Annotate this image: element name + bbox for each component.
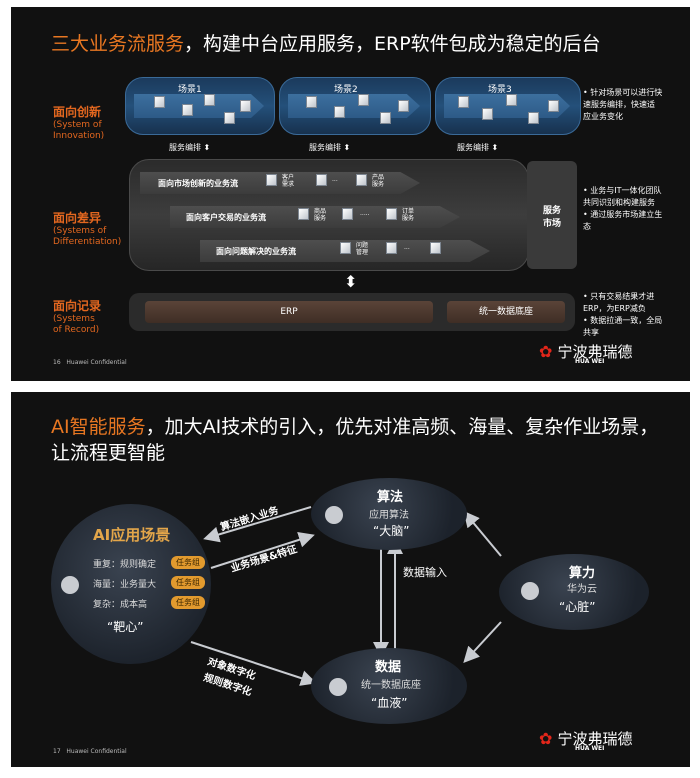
compute-quote: “心脏” [559, 600, 596, 614]
connector-arrows [190, 506, 502, 686]
service-cube-icon [398, 100, 409, 112]
node-dot-icon [521, 582, 539, 600]
service-cube-icon [224, 112, 235, 124]
compute-node: 算力 华为云 “心脏” [499, 554, 649, 630]
note-innovation: • 针对场景可以进行快速服务编排，快速适应业务变化 [583, 88, 663, 121]
ellipsis: ··· [404, 246, 410, 253]
service-cube-icon [342, 208, 353, 220]
flow1-item-label: 产品服务 [372, 174, 385, 188]
slide-17: AI智能服务，加大AI技术的引入，优先对准高频、海量、复杂作业场景， 让流程更智… [11, 392, 690, 767]
scene-label: 场景3 [488, 85, 512, 95]
huawei-logo-icon: ✿ [539, 729, 553, 748]
service-cube-icon [154, 96, 165, 108]
ellipsis: ··· [332, 178, 338, 185]
ai-row-label: 重复：规则确定 [93, 560, 157, 570]
service-cube-icon [386, 242, 397, 254]
watermark: ✿ 宁波弗瑞德 HUA WEI [539, 729, 633, 752]
scene-tube-2: 场景2 [279, 77, 431, 135]
data-base-bar: 统一数据底座 [447, 301, 565, 323]
service-cube-icon [528, 112, 539, 124]
slide-title: 三大业务流服务，构建中台应用服务，ERP软件包成为稳定的后台 [51, 33, 601, 55]
node-dot-icon [61, 576, 79, 594]
note-differentiation: • 业务与IT一体化团队共同识别和构建服务• 通过服务市场建立生态 [583, 186, 663, 231]
level-differentiation: 面向差异 (Systems of Differentiation) [53, 211, 122, 247]
service-cube-icon [356, 174, 367, 186]
ai-scenario-circle: AI应用场景 重复：规则确定 任务组 海量：业务量大 任务组 复杂：成本高 任务… [51, 504, 211, 664]
service-cube-icon [204, 94, 215, 106]
service-market: 服务市场 [527, 161, 577, 269]
huawei-logo-icon: ✿ [539, 342, 553, 361]
algorithm-quote: “大脑” [373, 524, 410, 538]
compute-sub: 华为云 [567, 584, 597, 595]
service-cube-icon [386, 208, 397, 220]
ellipsis: ····· [360, 212, 370, 219]
service-cube-icon [306, 96, 317, 108]
service-cube-icon [298, 208, 309, 220]
service-cube-icon [182, 104, 193, 116]
ai-scenario-title: AI应用场景 [93, 526, 171, 544]
slide-title-line2: 让流程更智能 [51, 442, 166, 464]
service-cube-icon [358, 94, 369, 106]
compute-title: 算力 [569, 566, 596, 581]
flow-market-innovation: 面向市场创新的业务流 [140, 172, 420, 194]
footer: 16 Huawei Confidential [53, 359, 127, 366]
data-title: 数据 [375, 660, 402, 675]
service-cube-icon [334, 106, 345, 118]
service-cube-icon [430, 242, 441, 254]
scene-label: 场景1 [178, 85, 202, 95]
orchestration-label: 服务编排 ⬍ [309, 143, 351, 152]
task-group-tag: 任务组 [171, 576, 205, 589]
service-cube-icon [266, 174, 277, 186]
watermark: ✿ 宁波弗瑞德 HUA WEI [539, 342, 633, 365]
data-node: 数据 统一数据底座 “血液” [311, 648, 467, 724]
data-quote: “血液” [371, 696, 408, 710]
scene-tube-3: 场景3 [435, 77, 581, 135]
data-sub: 统一数据底座 [361, 680, 421, 691]
algorithm-title: 算法 [377, 490, 404, 505]
task-group-tag: 任务组 [171, 596, 205, 609]
service-cube-icon [506, 94, 517, 106]
service-cube-icon [458, 96, 469, 108]
orchestration-label: 服务编排 ⬍ [169, 143, 211, 152]
node-dot-icon [325, 506, 343, 524]
node-dot-icon [329, 678, 347, 696]
service-cube-icon [340, 242, 351, 254]
orchestration-label: 服务编排 ⬍ [457, 143, 499, 152]
differentiation-tube: 面向市场创新的业务流 客户需求 ··· 产品服务 面向客户交易的业务流 商品服务… [129, 159, 529, 271]
algorithm-node: 算法 应用算法 “大脑” [311, 478, 467, 550]
task-group-tag: 任务组 [171, 556, 205, 569]
level-innovation: 面向创新 (System of Innovation) [53, 105, 105, 141]
erp-bar: ERP [145, 301, 433, 323]
footer: 17 Huawei Confidential [53, 748, 127, 755]
ai-row-label: 海量：业务量大 [93, 580, 157, 590]
ai-row-label: 复杂：成本高 [93, 600, 148, 610]
service-cube-icon [240, 100, 251, 112]
service-cube-icon [316, 174, 327, 186]
flow2-item-label: 订单服务 [402, 208, 415, 222]
slide-16: 三大业务流服务，构建中台应用服务，ERP软件包成为稳定的后台 面向创新 (Sys… [11, 7, 690, 381]
scene-label: 场景2 [334, 85, 358, 95]
slide-title: AI智能服务，加大AI技术的引入，优先对准高频、海量、复杂作业场景， [51, 416, 659, 438]
record-tube: ERP 统一数据底座 [129, 293, 575, 331]
level-record: 面向记录 (Systems of Record) [53, 299, 102, 335]
flow3-item-label: 问题管理 [356, 242, 369, 256]
service-cube-icon [482, 108, 493, 120]
ai-target-quote: “靶心” [107, 620, 144, 634]
flow1-item-label: 客户需求 [282, 174, 295, 188]
edge-label-input: 数据输入 [403, 566, 447, 579]
algorithm-sub: 应用算法 [369, 510, 409, 521]
service-cube-icon [548, 100, 559, 112]
service-cube-icon [380, 112, 391, 124]
flow2-item-label: 商品服务 [314, 208, 327, 222]
scene-tube-1: 场景1 [125, 77, 275, 135]
up-down-arrow-icon: ⬍ [344, 272, 358, 291]
